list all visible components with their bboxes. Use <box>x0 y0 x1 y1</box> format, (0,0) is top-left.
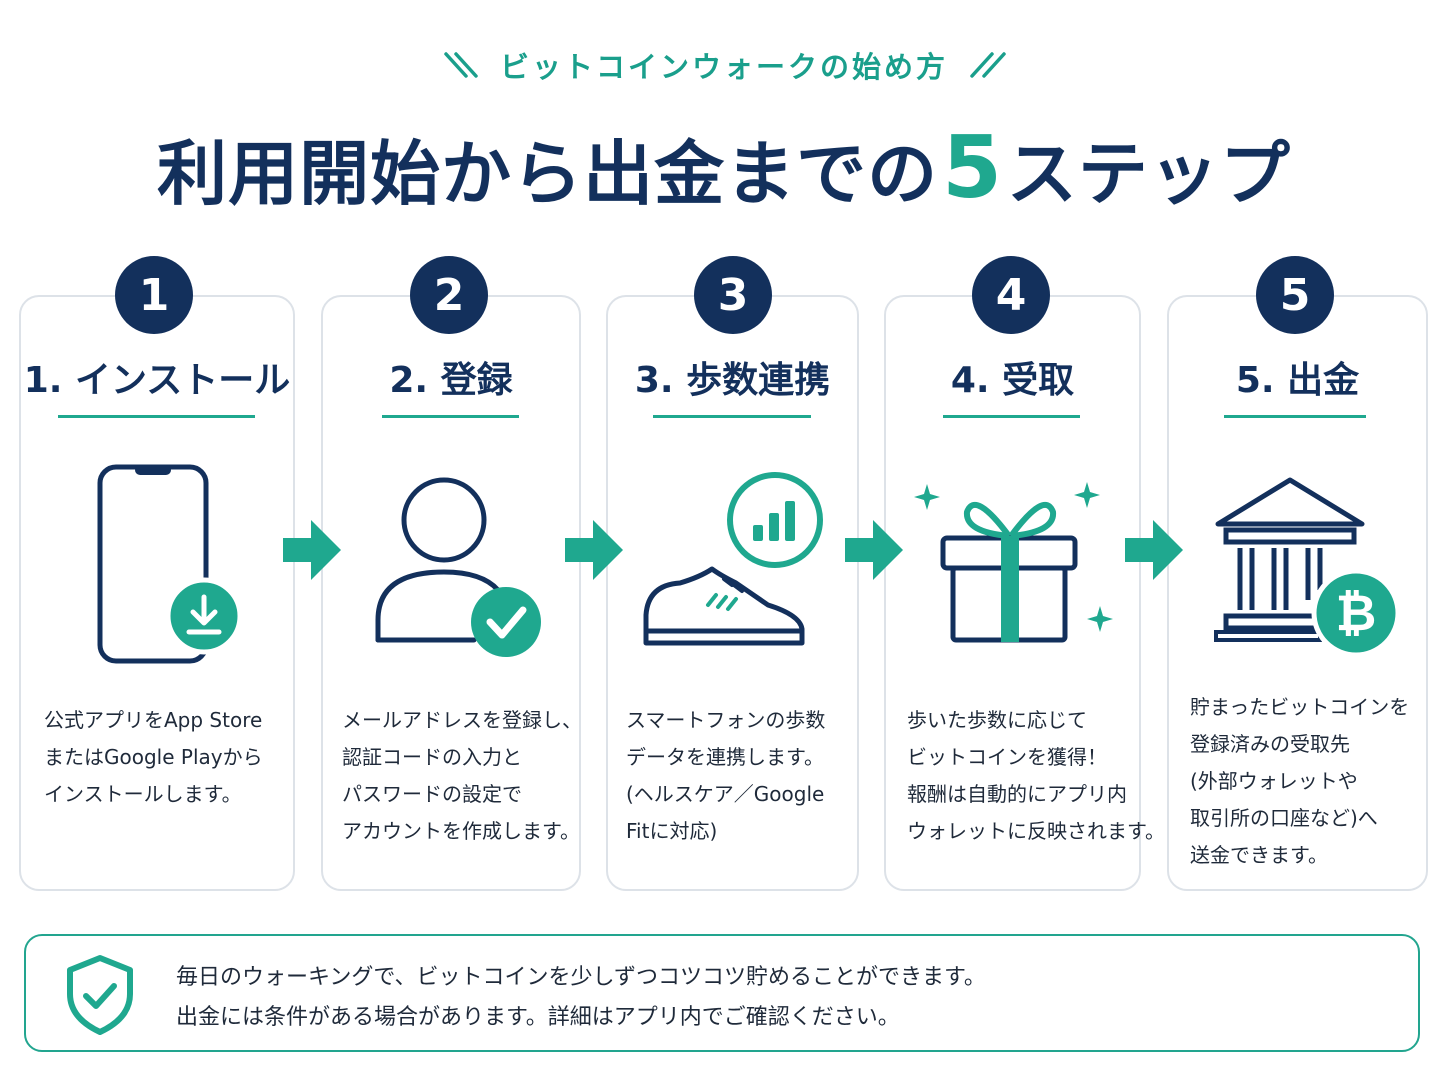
step-4-line-1: 歩いた歩数に応じて <box>907 708 1087 732</box>
step-badge-4: 4 <box>972 256 1050 334</box>
step-description-5: 貯まったビットコインを 登録済みの受取先 (外部ウォレットや 取引所の口座など)… <box>1190 689 1409 874</box>
step-badge-2: 2 <box>410 256 488 334</box>
step-title-4: 4. 受取 <box>950 360 1075 401</box>
step-badge-3: 3 <box>694 256 772 334</box>
step-description-3: スマートフォンの歩数 データを連携します。 (ヘルスケア／Google Fitに… <box>626 702 825 850</box>
step-1-line-3: インストールします。 <box>44 782 242 806</box>
page-title: 利用開始から出金までの 5 ステップ <box>0 118 1448 218</box>
slash-right-icon <box>970 52 1006 78</box>
step-5-line-3: (外部ウォレットや <box>1190 769 1358 793</box>
arrow-right-icon-2 <box>565 520 623 580</box>
step-underline-1 <box>58 415 255 418</box>
arrow-right-icon-1 <box>283 520 341 580</box>
step-3-line-1: スマートフォンの歩数 <box>626 708 826 732</box>
slash-left-icon <box>444 52 478 78</box>
step-underline-3 <box>653 415 811 418</box>
step-4-line-3: 報酬は自動的にアプリ内 <box>907 782 1127 806</box>
step-3-line-2: データを連携します。 <box>626 745 824 769</box>
notice-text: 毎日のウォーキングで、ビットコインを少しずつコツコツ貯めることができます。 出金… <box>176 958 986 1038</box>
step-description-1: 公式アプリをApp Store またはGoogle Playから インストールし… <box>44 702 263 813</box>
step-title-5: 5. 出金 <box>1235 360 1360 401</box>
smartphone-download-icon <box>97 464 243 664</box>
step-4-line-4: ウォレットに反映されます。 <box>907 819 1165 843</box>
step-3-line-3: (ヘルスケア／Google <box>626 782 825 806</box>
step-title-1: 1. インストール <box>23 360 291 401</box>
step-5-line-2: 登録済みの受取先 <box>1190 732 1350 756</box>
step-1-line-1: 公式アプリをApp Store <box>44 708 263 732</box>
step-4-line-2: ビットコインを獲得！ <box>907 745 1107 769</box>
step-card-2 <box>321 295 581 891</box>
step-2-line-3: パスワードの設定で <box>342 782 522 806</box>
user-check-icon <box>375 477 541 657</box>
step-5-line-4: 取引所の口座など)へ <box>1190 806 1378 830</box>
shield-check-icon <box>67 955 133 1035</box>
arrow-right-icon-3 <box>845 520 903 580</box>
step-3-line-4: Fitに対応) <box>626 819 718 843</box>
step-underline-5 <box>1224 415 1366 418</box>
step-2-line-1: メールアドレスを登録し、 <box>342 708 582 732</box>
step-description-4: 歩いた歩数に応じて ビットコインを獲得！ 報酬は自動的にアプリ内 ウォレットに反… <box>907 702 1165 850</box>
notice-line-1: 毎日のウォーキングで、ビットコインを少しずつコツコツ貯めることができます。 <box>176 965 986 990</box>
eyebrow: ビットコインウォークの始め方 <box>0 40 1448 90</box>
headline-after: ステップ <box>1006 132 1291 215</box>
notice-line-2: 出金には条件がある場合があります。詳細はアプリ内でご確認ください。 <box>176 1005 900 1030</box>
notice-box: 毎日のウォーキングで、ビットコインを少しずつコツコツ貯めることができます。 出金… <box>24 934 1420 1052</box>
sneaker-chart-icon <box>643 472 823 646</box>
step-title-2: 2. 登録 <box>389 360 513 401</box>
step-badge-5: 5 <box>1256 256 1334 334</box>
eyebrow-text: ビットコインウォークの始め方 <box>499 50 948 84</box>
step-2-line-4: アカウントを作成します。 <box>342 819 580 843</box>
step-description-2: メールアドレスを登録し、 認証コードの入力と パスワードの設定で アカウントを作… <box>342 702 582 850</box>
step-2-line-2: 認証コードの入力と <box>342 745 522 769</box>
step-5-line-5: 送金できます。 <box>1190 843 1328 867</box>
step-underline-4 <box>943 415 1080 418</box>
step-underline-2 <box>382 415 519 418</box>
svg-text:₿: ₿ <box>1336 584 1377 642</box>
bank-bitcoin-icon: ₿ <box>1214 477 1401 658</box>
arrow-right-icon-4 <box>1125 520 1183 580</box>
step-badge-1: 1 <box>115 256 193 334</box>
step-1-line-2: またはGoogle Playから <box>44 745 263 769</box>
headline-number: 5 <box>942 118 1003 218</box>
gift-icon <box>914 482 1113 643</box>
step-5-line-1: 貯まったビットコインを <box>1190 695 1410 719</box>
headline-before: 利用開始から出金までの <box>157 132 939 215</box>
step-title-3: 3. 歩数連携 <box>634 360 831 401</box>
